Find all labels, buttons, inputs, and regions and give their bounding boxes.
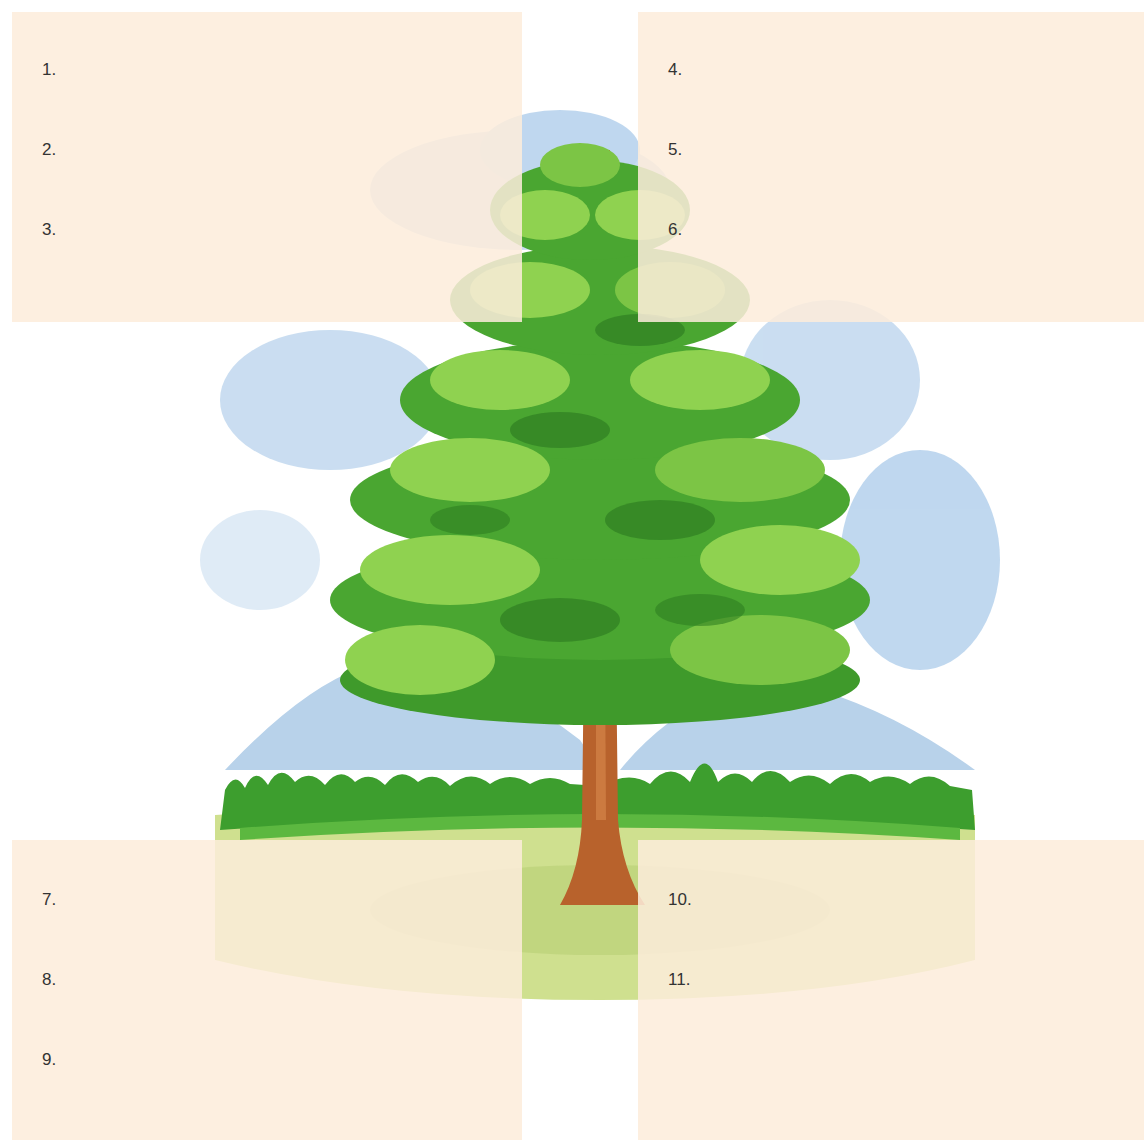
callout-number: 6.: [668, 220, 682, 240]
callout-number: 5.: [668, 140, 682, 160]
callout-number: 3.: [42, 220, 56, 240]
callout-number: 2.: [42, 140, 56, 160]
callout-number: 10.: [668, 890, 692, 910]
callout-number: 1.: [42, 60, 56, 80]
callout-number: 11.: [668, 970, 690, 990]
callout-number: 9.: [42, 1050, 56, 1070]
callout-number: 4.: [668, 60, 682, 80]
label-panel: 10. 11.: [638, 840, 1144, 1140]
label-panel: 1. 2. 3.: [12, 12, 522, 322]
callout-number: 7.: [42, 890, 56, 910]
callout-number: 8.: [42, 970, 56, 990]
label-panel: 7. 8. 9.: [12, 840, 522, 1140]
label-panel: 4. 5. 6.: [638, 12, 1144, 322]
